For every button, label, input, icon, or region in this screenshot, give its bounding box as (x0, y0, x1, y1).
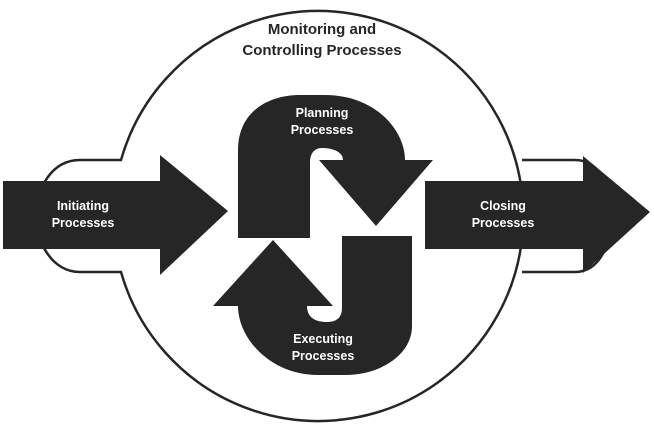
executing-arrow (213, 236, 412, 375)
planning-label-line2: Processes (291, 123, 354, 137)
initiating-label-line2: Processes (52, 216, 115, 230)
executing-label-line2: Processes (292, 349, 355, 363)
closing-arrow (425, 156, 650, 273)
closing-label-line2: Processes (472, 216, 535, 230)
monitoring-controlling-label-line1: Monitoring and (268, 21, 376, 38)
closing-label-line1: Closing (480, 199, 526, 213)
monitoring-controlling-loop (34, 9, 525, 423)
monitoring-controlling-label-line2: Controlling Processes (242, 42, 401, 59)
initiating-arrow (3, 155, 228, 275)
executing-label-line1: Executing (293, 332, 353, 346)
planning-label-line1: Planning (296, 106, 349, 120)
planning-arrow (238, 95, 433, 238)
initiating-label-line1: Initiating (57, 199, 109, 213)
